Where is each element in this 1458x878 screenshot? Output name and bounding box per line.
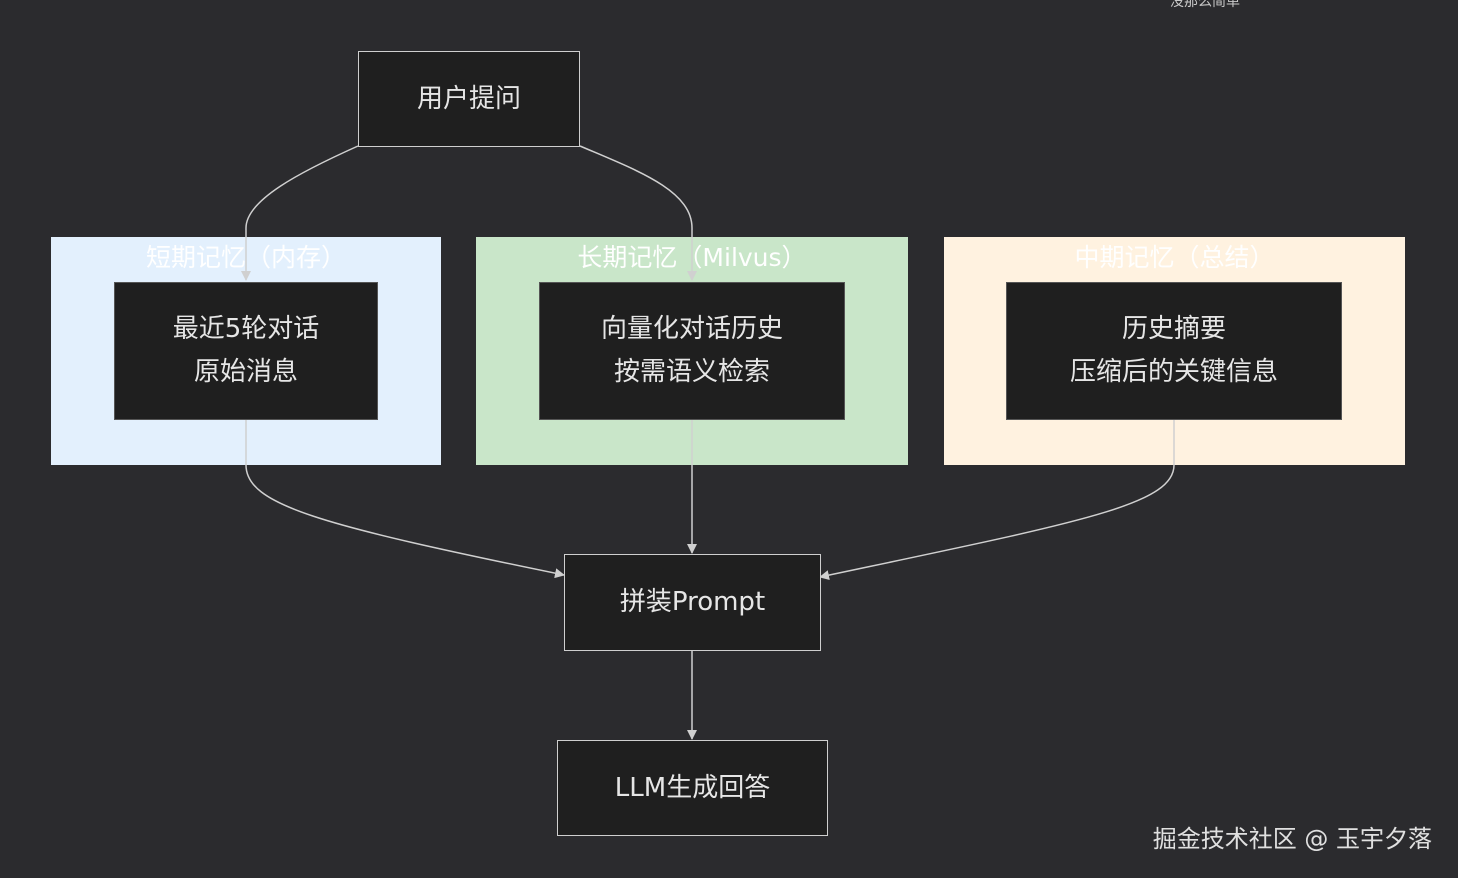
long-term-line2: 按需语义检索 (613, 357, 770, 387)
watermark: 掘金技术社区 @ 玉宇夕落 (1152, 825, 1432, 853)
user-question-label: 用户提问 (416, 83, 521, 114)
edge-short-term-to-prompt (245, 420, 565, 579)
mid-term-line2: 压缩后的关键信息 (1069, 357, 1278, 387)
top-caption: 没那么简单 (1170, 0, 1240, 10)
short-term-line2: 原始消息 (193, 357, 298, 387)
short-term-line1: 最近5轮对话 (172, 314, 320, 344)
user-question-node: 用户提问 (358, 51, 580, 147)
llm-answer-label: LLM生成回答 (614, 772, 771, 803)
long-term-node: 向量化对话历史 按需语义检索 (539, 282, 845, 420)
short-term-memory-group: 短期记忆（内存） (51, 237, 441, 465)
mid-term-node: 历史摘要 压缩后的关键信息 (1006, 282, 1342, 420)
mid-term-group-title: 中期记忆（总结） (1074, 243, 1275, 272)
edge-mid-term-to-prompt (819, 420, 1175, 581)
long-term-group-title: 长期记忆（Milvus） (577, 243, 807, 272)
edge-question-to-long-term (579, 145, 697, 281)
edge-question-to-short-term (241, 145, 359, 281)
mid-term-memory-group: 中期记忆（总结） (944, 237, 1405, 465)
long-term-memory-group: 长期记忆（Milvus） (476, 237, 908, 465)
short-term-node: 最近5轮对话 原始消息 (114, 282, 378, 420)
assemble-prompt-label: 拼装Prompt (619, 587, 766, 617)
short-term-group-title: 短期记忆（内存） (145, 243, 346, 272)
assemble-prompt-node: 拼装Prompt (564, 554, 821, 651)
mid-term-line1: 历史摘要 (1121, 314, 1226, 344)
llm-answer-node: LLM生成回答 (557, 740, 828, 836)
long-term-line1: 向量化对话历史 (600, 314, 783, 344)
